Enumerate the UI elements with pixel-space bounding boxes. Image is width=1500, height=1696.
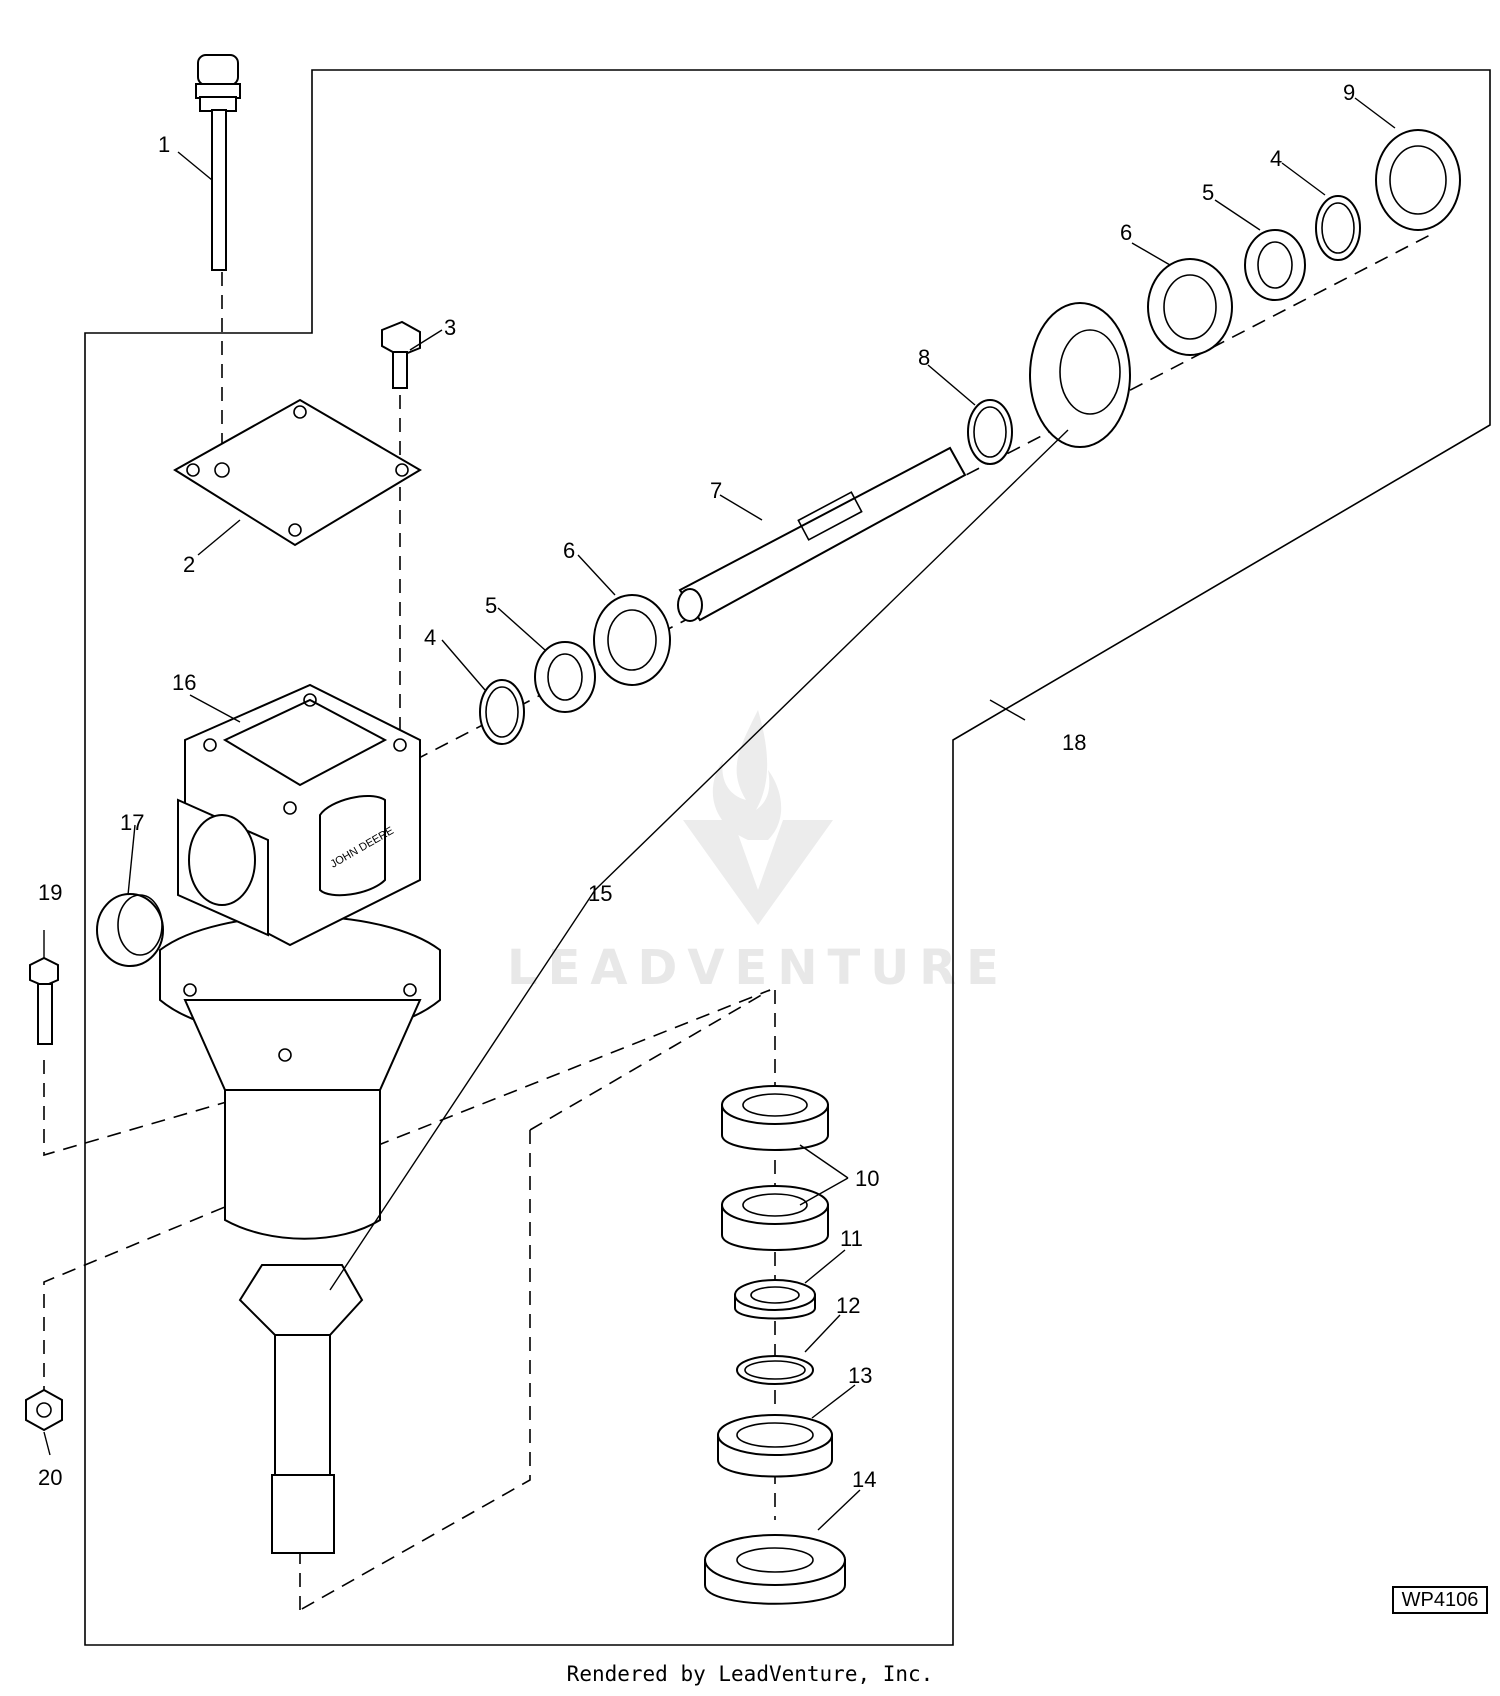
watermark-logo-icon xyxy=(683,710,833,925)
spacer-washer-outer-part xyxy=(534,641,596,713)
seal-cup-part xyxy=(704,1534,846,1605)
retaining-ring-part xyxy=(736,1355,814,1385)
bearing-spacer-part xyxy=(734,1279,816,1320)
bearing-pair-part xyxy=(721,1085,829,1251)
dipstick-plug-part xyxy=(195,54,241,271)
callout-16: 16 xyxy=(172,670,196,695)
hex-nut-part xyxy=(25,1388,63,1432)
callout-14: 14 xyxy=(852,1467,876,1492)
snap-ring-outer-part xyxy=(479,679,525,745)
callout-20: 20 xyxy=(38,1465,62,1490)
callout-12: 12 xyxy=(836,1293,860,1318)
callout-11: 11 xyxy=(840,1226,863,1251)
callout-6-upper: 6 xyxy=(1120,220,1132,245)
spacer-washer-inner-part xyxy=(1244,229,1306,301)
oil-seal-part xyxy=(1375,129,1461,231)
mounting-bolt-part xyxy=(29,956,59,1045)
leader-lines xyxy=(43,97,1396,1531)
callout-6-lower: 6 xyxy=(563,538,575,563)
callout-labels: 1 2 3 4 4 5 5 6 6 7 8 9 10 11 12 13 14 1… xyxy=(38,80,1355,1492)
callout-18: 18 xyxy=(1062,730,1086,755)
cover-plate-part xyxy=(173,398,422,547)
ball-bearing-inner-part xyxy=(1147,258,1233,356)
rendered-by-footer: Rendered by LeadVenture, Inc. xyxy=(566,1662,934,1686)
callout-9: 9 xyxy=(1343,80,1355,105)
cap-screw-part xyxy=(381,320,421,389)
callout-4-upper: 4 xyxy=(1270,146,1282,171)
ball-bearing-outer-part xyxy=(593,594,671,686)
bevel-gear-part xyxy=(1029,302,1131,448)
callout-15: 15 xyxy=(588,881,612,906)
watermark-text: LEADVENTURE xyxy=(507,940,1009,996)
snap-ring-end-part xyxy=(1315,195,1361,261)
snap-ring-inner-part xyxy=(967,399,1013,465)
housing-plug-part xyxy=(96,893,164,967)
callout-3: 3 xyxy=(444,315,456,340)
callout-5-upper: 5 xyxy=(1202,180,1214,205)
callout-4-lower: 4 xyxy=(424,625,436,650)
callout-13: 13 xyxy=(848,1363,872,1388)
callout-8: 8 xyxy=(918,345,930,370)
lower-seal-part xyxy=(717,1414,833,1478)
input-shaft-part xyxy=(677,446,967,622)
callout-7: 7 xyxy=(710,478,722,503)
callout-17: 17 xyxy=(120,810,144,835)
pinion-shaft-part xyxy=(238,1264,364,1554)
callout-1: 1 xyxy=(158,132,170,157)
assembly-outline xyxy=(84,69,1491,1646)
figure-id-label: WP4106 xyxy=(1392,1586,1488,1614)
callout-10: 10 xyxy=(855,1166,879,1191)
leadventure-watermark: LEADVENTURE xyxy=(488,700,1028,996)
callout-2: 2 xyxy=(183,552,195,577)
callout-19: 19 xyxy=(38,880,62,905)
gearbox-housing-part: JOHN DEERE xyxy=(159,683,441,1240)
callout-5-lower: 5 xyxy=(485,593,497,618)
